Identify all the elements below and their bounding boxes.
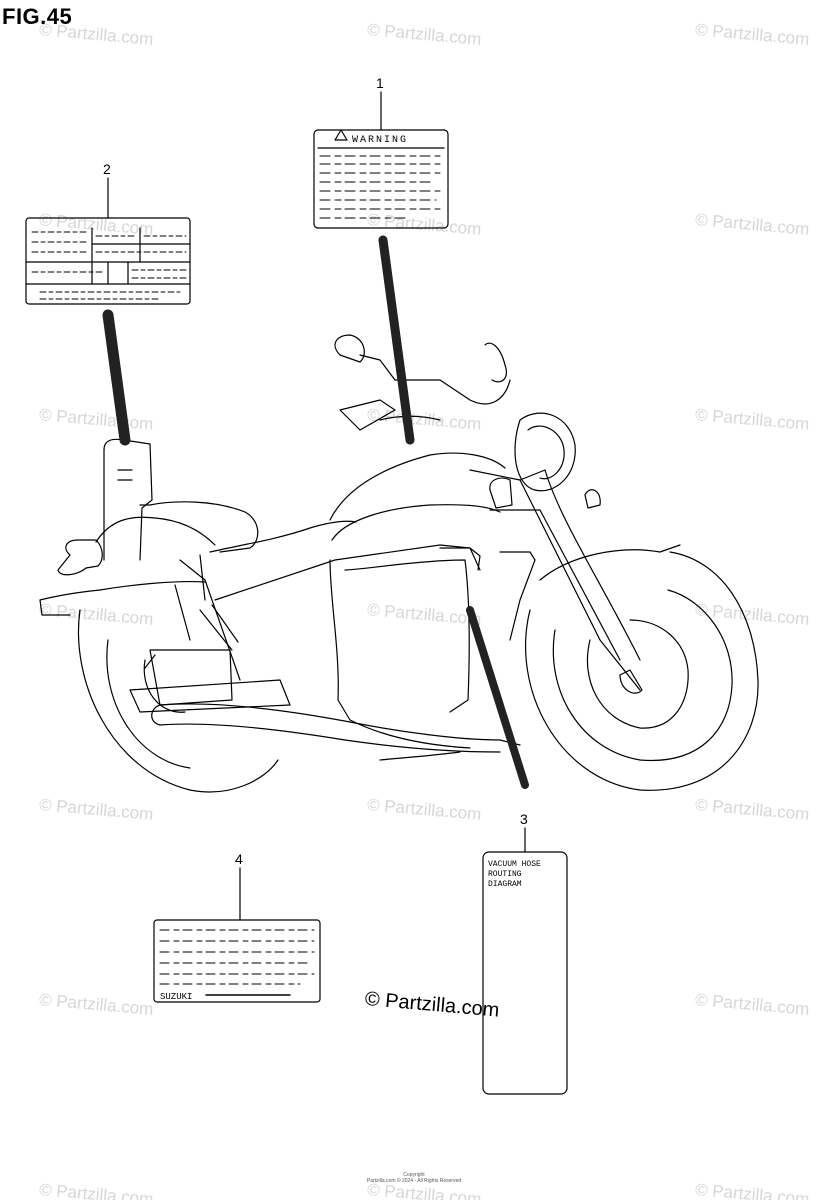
leader-label-2 [102,309,131,446]
copyright-footer: Copyright Partzilla.com © 2024 - All Rig… [0,1172,828,1184]
vacuum-hose-line-2: ROUTING [488,870,522,879]
tire-info-label [25,217,191,305]
figure-title: FIG.45 [2,4,73,29]
leader-label-1 [378,235,415,445]
vacuum-hose-line-3: DIAGRAM [488,880,522,889]
warning-label [313,129,449,229]
leader-label-3 [466,606,529,789]
callout-number-1: 1 [376,75,384,91]
info-label [153,919,321,1003]
footer-line-1: Copyright [403,1172,425,1178]
callout-number-4: 4 [235,851,243,867]
info-label-brand: SUZUKI [160,992,192,1002]
vacuum-hose-line-1: VACUUM HOSE [488,860,541,869]
motorcycle-outline [39,334,759,793]
footer-line-2: Partzilla.com © 2024 - All Rights Reserv… [366,1178,462,1184]
leader-lines [102,235,529,789]
callout-number-3: 3 [520,811,528,827]
callout-number-2: 2 [103,161,111,177]
warning-heading: WARNING [352,135,408,146]
